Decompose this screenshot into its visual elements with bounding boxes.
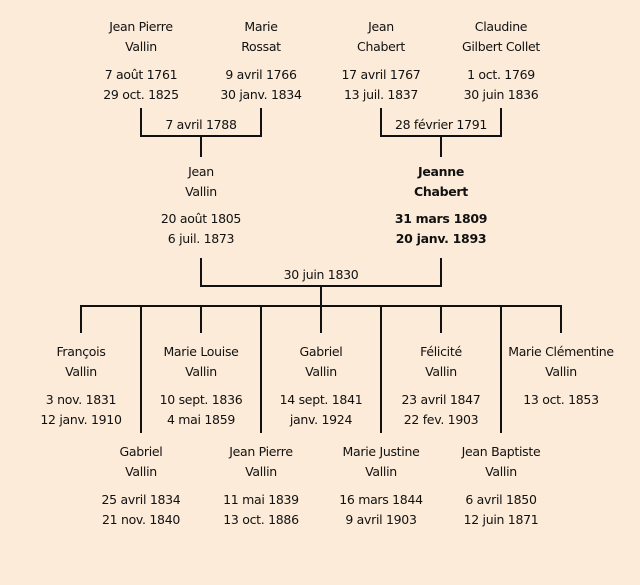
last-name: Vallin bbox=[365, 464, 397, 479]
death-date: 6 juil. 1873 bbox=[167, 231, 235, 246]
first-name: Marie bbox=[244, 19, 278, 34]
death-date: 20 janv. 1893 bbox=[395, 231, 487, 246]
last-name: Vallin bbox=[545, 364, 577, 379]
birth-date: 1 oct. 1769 bbox=[467, 67, 535, 82]
first-name: François bbox=[56, 344, 106, 359]
first-name: Gabriel bbox=[119, 444, 163, 459]
birth-date: 11 mai 1839 bbox=[223, 492, 299, 507]
marriage-date: 7 avril 1788 bbox=[165, 117, 237, 132]
last-name: Chabert bbox=[357, 39, 405, 54]
last-name: Vallin bbox=[125, 39, 157, 54]
first-name: Jean bbox=[188, 164, 214, 179]
birth-date: 14 sept. 1841 bbox=[279, 392, 363, 407]
first-name: Marie Clémentine bbox=[508, 344, 614, 359]
death-date: 29 oct. 1825 bbox=[103, 87, 179, 102]
first-name: Claudine bbox=[474, 19, 528, 34]
birth-date: 31 mars 1809 bbox=[394, 211, 488, 226]
birth-date: 6 avril 1850 bbox=[465, 492, 537, 507]
birth-date: 17 avril 1767 bbox=[341, 67, 421, 82]
death-date bbox=[501, 410, 621, 430]
death-date: 9 avril 1903 bbox=[345, 512, 417, 527]
birth-date: 13 oct. 1853 bbox=[523, 392, 599, 407]
birth-date: 10 sept. 1836 bbox=[159, 392, 243, 407]
birth-date: 3 nov. 1831 bbox=[45, 392, 117, 407]
marriage-date: 28 février 1791 bbox=[394, 117, 488, 132]
death-date: 21 nov. 1840 bbox=[101, 512, 181, 527]
first-name: Jean bbox=[368, 19, 394, 34]
last-name: Vallin bbox=[185, 184, 217, 199]
death-date: 12 juin 1871 bbox=[463, 512, 539, 527]
birth-date: 9 avril 1766 bbox=[225, 67, 297, 82]
birth-date: 23 avril 1847 bbox=[401, 392, 481, 407]
first-name: Jean Baptiste bbox=[461, 444, 541, 459]
birth-date: 7 août 1761 bbox=[104, 67, 178, 82]
death-date: 30 janv. 1834 bbox=[220, 87, 302, 102]
marriage-date: 30 juin 1830 bbox=[283, 267, 359, 282]
death-date: 30 juin 1836 bbox=[463, 87, 539, 102]
birth-date: 25 avril 1834 bbox=[101, 492, 181, 507]
birth-date: 16 mars 1844 bbox=[339, 492, 423, 507]
last-name: Vallin bbox=[425, 364, 457, 379]
death-date: 12 janv. 1910 bbox=[40, 412, 122, 427]
last-name: Vallin bbox=[245, 464, 277, 479]
first-name: Félicité bbox=[420, 344, 462, 359]
first-name: Jean Pierre bbox=[109, 19, 173, 34]
last-name: Vallin bbox=[485, 464, 517, 479]
death-date: 4 mai 1859 bbox=[166, 412, 236, 427]
first-name: Marie Justine bbox=[342, 444, 420, 459]
death-date: 22 fev. 1903 bbox=[403, 412, 479, 427]
last-name: Vallin bbox=[125, 464, 157, 479]
last-name: Chabert bbox=[414, 184, 468, 199]
first-name: Jeanne bbox=[417, 164, 465, 179]
last-name: Vallin bbox=[65, 364, 97, 379]
first-name: Marie Louise bbox=[163, 344, 239, 359]
last-name: Gilbert Collet bbox=[462, 39, 540, 54]
death-date: 13 juil. 1837 bbox=[343, 87, 419, 102]
last-name: Vallin bbox=[185, 364, 217, 379]
death-date: 13 oct. 1886 bbox=[223, 512, 299, 527]
first-name: Gabriel bbox=[299, 344, 343, 359]
first-name: Jean Pierre bbox=[229, 444, 293, 459]
last-name: Vallin bbox=[305, 364, 337, 379]
last-name: Rossat bbox=[241, 39, 281, 54]
death-date: janv. 1924 bbox=[289, 412, 353, 427]
birth-date: 20 août 1805 bbox=[160, 211, 242, 226]
